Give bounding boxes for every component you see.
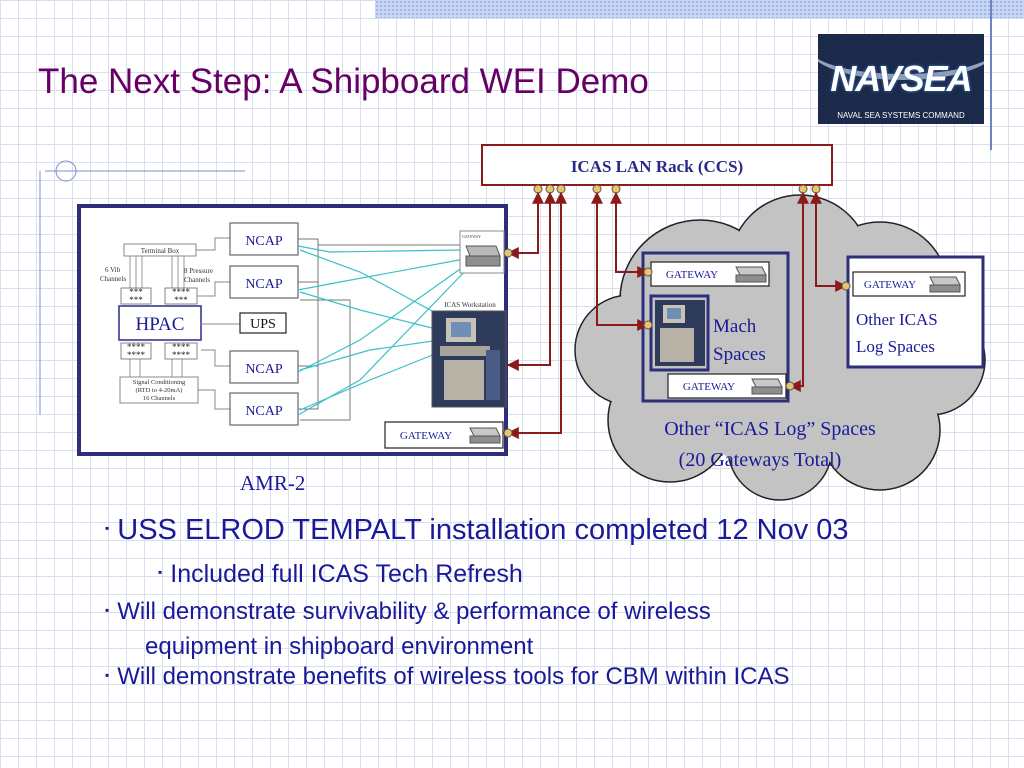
icas-workstation: ICAS Workstation xyxy=(431,301,507,408)
svg-text:GATEWAY: GATEWAY xyxy=(400,430,452,442)
bullet-marker: ▪ xyxy=(105,602,110,617)
hpac-block: Terminal Box 6 Vib Channels 8 Pressure C… xyxy=(100,243,213,404)
hpac-box xyxy=(118,305,202,341)
mach-label-line1: Mach xyxy=(713,316,757,337)
other-icas-gateway: GATEWAY xyxy=(852,271,966,297)
mach-label-line2: Spaces xyxy=(713,344,766,365)
bullet-1: ▪ USS ELROD TEMPALT installation complete… xyxy=(105,514,849,547)
svg-text:GATEWAY: GATEWAY xyxy=(462,234,481,239)
bullet-1-text: USS ELROD TEMPALT installation completed… xyxy=(117,514,849,546)
amr2-label: AMR-2 xyxy=(240,471,305,495)
ncap-4-label: NCAP xyxy=(245,404,283,419)
bullet-marker: ▪ xyxy=(105,667,110,682)
svg-text:GATEWAY: GATEWAY xyxy=(666,269,718,281)
svg-text:***: *** xyxy=(129,295,143,305)
svg-text:****: **** xyxy=(172,287,191,297)
mach-gateway-top: GATEWAY xyxy=(650,261,770,287)
bullet-2-text: Included full ICAS Tech Refresh xyxy=(170,560,523,588)
logo-subtitle: NAVAL SEA SYSTEMS COMMAND xyxy=(837,111,965,120)
ups-label: UPS xyxy=(250,317,276,332)
amr-gateway: GATEWAY xyxy=(384,421,504,449)
lan-connections xyxy=(506,191,848,439)
logo-name: NAVSEA xyxy=(830,58,972,99)
bullet-marker: ▪ xyxy=(105,521,110,536)
wireless-links xyxy=(297,245,471,416)
svg-text:***: *** xyxy=(174,295,188,305)
svg-text:****: **** xyxy=(127,350,146,360)
amr-top-gateway: GATEWAY xyxy=(459,230,505,274)
navsea-logo: NAVSEA NAVAL SEA SYSTEMS COMMAND xyxy=(818,34,984,124)
decorative-top-band xyxy=(375,0,1024,18)
svg-text:(RTD to 4-20mA): (RTD to 4-20mA) xyxy=(136,387,183,394)
bullet-3: ▪ Will demonstrate survivability & perfor… xyxy=(105,595,711,664)
cloud-label-line2: (20 Gateways Total) xyxy=(679,449,842,471)
icas-rack-box xyxy=(481,144,833,186)
other-icas-line1: Other ICAS xyxy=(856,310,938,329)
decorative-vertical-line xyxy=(990,0,992,150)
svg-text:****: **** xyxy=(172,350,191,360)
ncap-1-label: NCAP xyxy=(245,234,283,249)
crosshair-decoration xyxy=(39,160,245,415)
bullet-3-line1: Will demonstrate survivability & perform… xyxy=(117,598,711,625)
other-icas-line2: Log Spaces xyxy=(856,337,935,356)
device-ports xyxy=(503,248,851,438)
svg-text:6 Vib: 6 Vib xyxy=(105,266,121,274)
svg-text:GATEWAY: GATEWAY xyxy=(864,279,916,291)
bullet-3-line2: equipment in shipboard environment xyxy=(145,632,534,660)
svg-text:16 Channels: 16 Channels xyxy=(143,395,176,402)
page-title: The Next Step: A Shipboard WEI Demo xyxy=(38,62,649,101)
terminal-box-label: Terminal Box xyxy=(141,247,180,255)
svg-text:***: *** xyxy=(129,287,143,297)
bullet-4-text: Will demonstrate benefits of wireless to… xyxy=(117,663,790,690)
svg-text:Channels: Channels xyxy=(184,276,210,284)
svg-text:Signal Conditioning: Signal Conditioning xyxy=(133,379,186,386)
hpac-label: HPAC xyxy=(136,314,185,335)
svg-text:8 Pressure: 8 Pressure xyxy=(184,267,213,275)
mach-workstation xyxy=(655,300,705,366)
svg-text:****: **** xyxy=(172,342,191,352)
hpac-wiring xyxy=(196,237,240,410)
bullet-4: ▪ Will demonstrate benefits of wireless t… xyxy=(105,663,790,691)
rack-ports xyxy=(533,184,821,194)
svg-text:****: **** xyxy=(127,342,146,352)
cloud-label-line1: Other “ICAS Log” Spaces xyxy=(664,418,876,440)
svg-text:ICAS Workstation: ICAS Workstation xyxy=(444,301,496,309)
ncap-2-label: NCAP xyxy=(245,277,283,292)
mach-gateway-bottom: GATEWAY xyxy=(667,373,787,399)
bullet-marker: ▪ xyxy=(158,565,163,580)
svg-text:GATEWAY: GATEWAY xyxy=(683,381,735,393)
bullet-2: ▪ Included full ICAS Tech Refresh xyxy=(158,560,523,589)
ups-box xyxy=(239,312,287,334)
svg-text:Channels: Channels xyxy=(100,275,126,283)
ncap-3-label: NCAP xyxy=(245,362,283,377)
icas-rack-label: ICAS LAN Rack (CCS) xyxy=(571,157,743,176)
logo-swoosh xyxy=(818,34,984,80)
